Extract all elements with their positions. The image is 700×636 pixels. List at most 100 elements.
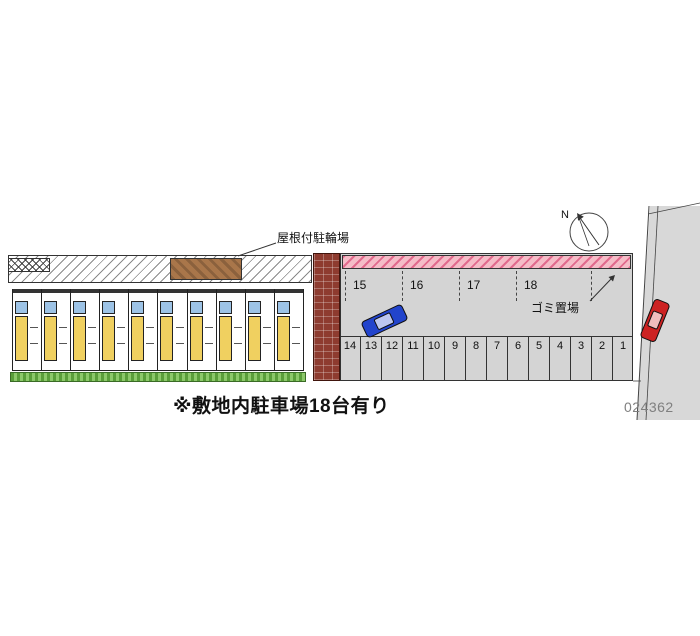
road-top-line	[647, 202, 700, 215]
stall-number: 9	[451, 340, 459, 352]
parking-upper-row: 15 16 17 18	[345, 271, 592, 301]
stall-number: 17	[467, 278, 481, 292]
boundary-hatch-strip	[342, 255, 631, 269]
apartment-unit	[41, 289, 71, 370]
apartment-unit	[215, 289, 245, 370]
unit-mark	[175, 327, 184, 328]
apartment-unit	[70, 289, 100, 370]
fence-crosshatch	[8, 258, 50, 272]
parking-stall-18: 18	[516, 271, 592, 301]
stall-number: 7	[493, 340, 501, 352]
unit-mark	[233, 343, 242, 344]
unit-window	[73, 301, 87, 314]
unit-room	[218, 316, 232, 361]
unit-window	[160, 301, 174, 314]
unit-mark	[262, 327, 271, 328]
unit-window	[218, 301, 232, 314]
unit-roof	[100, 289, 129, 293]
unit-mark	[88, 327, 97, 328]
stall-number: 18	[524, 278, 538, 292]
unit-window	[189, 301, 203, 314]
parking-stall-3: 3	[570, 337, 591, 381]
unit-mark	[117, 343, 126, 344]
unit-mark	[233, 327, 242, 328]
unit-roof	[158, 289, 187, 293]
stall-number: 12	[385, 340, 399, 352]
stall-number: 16	[410, 278, 424, 292]
unit-room	[44, 316, 58, 361]
parking-stall-9: 9	[444, 337, 465, 381]
unit-window	[44, 301, 58, 314]
unit-mark	[30, 343, 39, 344]
unit-window	[15, 301, 28, 314]
parking-stall-13: 13	[360, 337, 381, 381]
apartment-unit	[157, 289, 187, 370]
stall-number: 2	[598, 340, 606, 352]
apartment-unit	[273, 289, 304, 370]
apartment-unit	[186, 289, 216, 370]
covered-bicycle-parking-area	[170, 258, 242, 280]
compass-north-label: N	[561, 209, 569, 221]
unit-roof	[274, 289, 303, 293]
parking-count-note: ※敷地内駐車場18台有り	[173, 396, 390, 417]
unit-mark	[204, 327, 213, 328]
building-units	[12, 289, 304, 371]
parking-stall-4: 4	[549, 337, 570, 381]
red-car	[639, 297, 671, 344]
stall-number: 15	[353, 278, 367, 292]
apartment-unit	[99, 289, 129, 370]
parking-stall-11: 11	[402, 337, 423, 381]
garbage-area-label: ゴミ置場	[531, 301, 580, 315]
unit-roof	[245, 289, 274, 293]
parking-stall-8: 8	[465, 337, 486, 381]
parking-stall-7: 7	[486, 337, 507, 381]
unit-mark	[204, 343, 213, 344]
stall-number: 6	[514, 340, 522, 352]
grass-strip	[10, 372, 306, 382]
unit-window	[131, 301, 145, 314]
parking-stall-5: 5	[528, 337, 549, 381]
unit-mark	[117, 327, 126, 328]
stall-number: 14	[343, 340, 357, 352]
stall-number: 13	[364, 340, 378, 352]
unit-mark	[146, 343, 155, 344]
parking-stall-16: 16	[402, 271, 459, 301]
apartment-unit	[12, 289, 42, 370]
apartment-unit	[244, 289, 274, 370]
stall-number: 3	[577, 340, 585, 352]
unit-mark	[291, 327, 300, 328]
stall-number: 10	[427, 340, 441, 352]
building-eaves-hatch	[8, 255, 312, 283]
unit-room	[102, 316, 116, 361]
unit-roof	[129, 289, 158, 293]
compass-needle	[577, 214, 600, 246]
unit-mark	[146, 327, 155, 328]
covered-bicycle-parking-label: 屋根付駐輪場	[277, 231, 350, 245]
parking-stall-6: 6	[507, 337, 528, 381]
compass-needle-tail	[577, 214, 590, 247]
unit-roof	[42, 289, 71, 293]
stall-number: 8	[472, 340, 480, 352]
unit-mark	[30, 327, 39, 328]
unit-roof	[71, 289, 100, 293]
unit-room	[189, 316, 203, 361]
road-edge-line	[636, 205, 650, 421]
unit-window	[276, 301, 290, 314]
compass: N	[561, 209, 609, 252]
unit-roof	[216, 289, 245, 293]
parking-stall-10: 10	[423, 337, 444, 381]
unit-mark	[175, 343, 184, 344]
unit-mark	[88, 343, 97, 344]
red-car-windshield	[647, 310, 664, 330]
property-id: 024362	[624, 399, 674, 415]
stall-number: 11	[407, 340, 419, 352]
unit-room	[73, 316, 87, 361]
blue-car-windshield	[373, 312, 395, 331]
stall-number: 1	[619, 340, 627, 352]
parking-stall-17: 17	[459, 271, 516, 301]
unit-mark	[262, 343, 271, 344]
compass-circle	[569, 212, 609, 252]
unit-room	[15, 316, 28, 361]
unit-mark	[59, 327, 68, 328]
